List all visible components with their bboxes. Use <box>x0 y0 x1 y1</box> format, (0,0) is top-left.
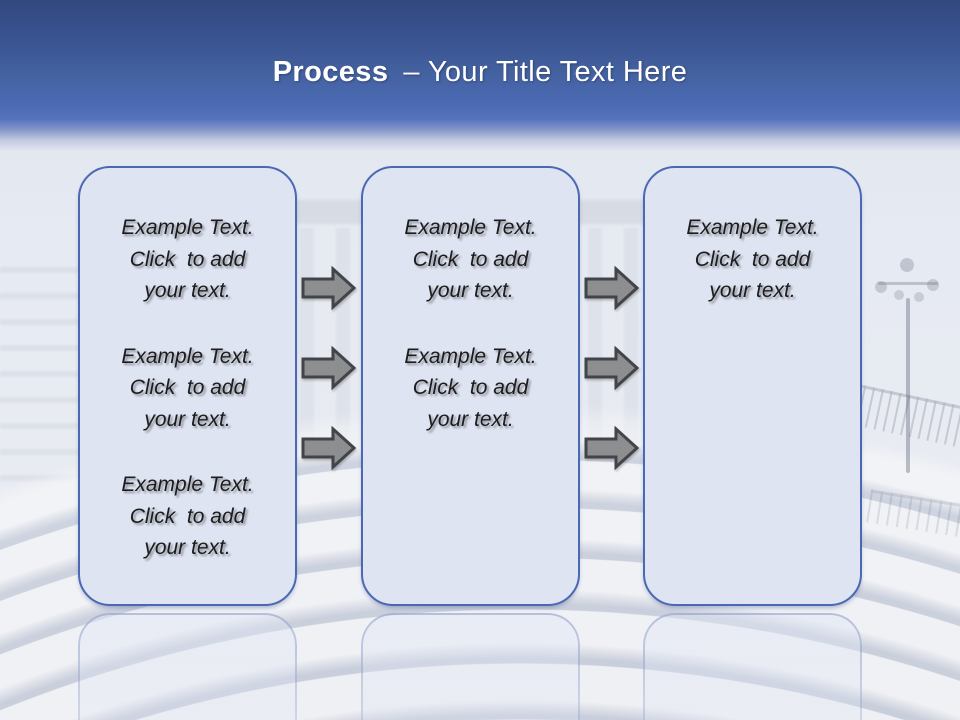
lamppost-icon <box>906 298 910 473</box>
slide-title: Process – Your Title Text Here <box>0 56 960 89</box>
lamppost-arm-icon <box>878 282 938 285</box>
lamppost-globes-icon <box>900 258 914 272</box>
process-box-1[interactable]: Example Text. Click to add your text. Ex… <box>78 166 297 606</box>
title-bold-text: Process <box>272 56 389 88</box>
placeholder-text[interactable]: Example Text. Click to add your text. <box>121 216 254 302</box>
title-rest-text: – Your Title Text Here <box>403 56 688 88</box>
arrow-right-icon <box>584 426 640 470</box>
placeholder-text[interactable]: Example Text. Click to add your text. <box>686 216 819 302</box>
placeholder-text[interactable]: Example Text. Click to add your text. <box>121 473 254 559</box>
arrow-right-icon <box>301 426 357 470</box>
process-box-2[interactable]: Example Text. Click to add your text. Ex… <box>361 166 580 606</box>
arrow-right-icon <box>584 266 640 310</box>
arrow-right-icon <box>301 266 357 310</box>
arrow-right-icon <box>584 346 640 390</box>
arrow-right-icon <box>301 346 357 390</box>
placeholder-text[interactable]: Example Text. Click to add your text. <box>404 344 537 431</box>
process-box-3[interactable]: Example Text. Click to add your text. <box>643 166 862 606</box>
box-reflection <box>78 613 297 720</box>
box-reflection <box>361 613 580 720</box>
placeholder-text[interactable]: Example Text. Click to add your text. <box>121 344 254 431</box>
box-reflection <box>643 613 862 720</box>
placeholder-text[interactable]: Example Text. Click to add your text. <box>404 216 537 302</box>
